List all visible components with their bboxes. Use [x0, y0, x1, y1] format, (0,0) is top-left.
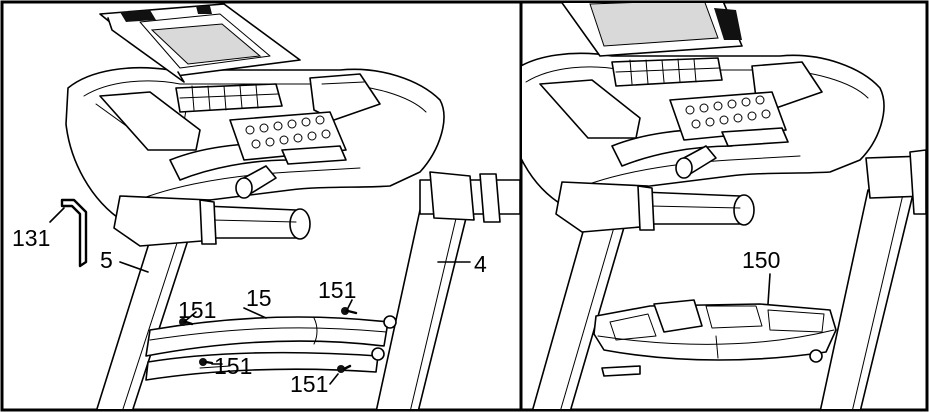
- fan-knob: [235, 165, 277, 199]
- accessory-tray-part-150: [593, 299, 837, 377]
- callout-151-d: 151: [290, 371, 328, 397]
- callout-151-b: 151: [214, 353, 252, 379]
- bolt-icon: [337, 364, 352, 373]
- leader-lines: [49, 207, 471, 385]
- right-panel: 150: [522, 3, 926, 409]
- callout-131: 131: [12, 225, 50, 251]
- upright-right: [819, 189, 915, 409]
- console-screen: [99, 3, 301, 83]
- hand-grip-left: [555, 181, 755, 233]
- console-keypad: [175, 83, 347, 165]
- bolt-icon: [199, 358, 214, 366]
- hand-grip-left: [113, 195, 311, 247]
- callout-15: 15: [246, 285, 272, 311]
- handrail-right: [865, 149, 926, 215]
- fan-knob: [675, 145, 717, 179]
- console-keypad: [611, 57, 789, 147]
- handrail-right: [419, 171, 520, 223]
- upright-right-part-4: [375, 209, 469, 409]
- callout-150: 150: [742, 247, 780, 273]
- bolt-icon: [179, 318, 194, 326]
- allen-wrench-icon: [60, 198, 88, 268]
- callout-5: 5: [100, 247, 113, 273]
- callout-4: 4: [474, 251, 487, 277]
- callout-151-c: 151: [318, 277, 356, 303]
- leader-line-150: [767, 273, 771, 305]
- left-panel: 131 5 151 15 151 151 151 4: [12, 3, 520, 409]
- console-screen: [561, 3, 743, 57]
- callout-151-a: 151: [178, 297, 216, 323]
